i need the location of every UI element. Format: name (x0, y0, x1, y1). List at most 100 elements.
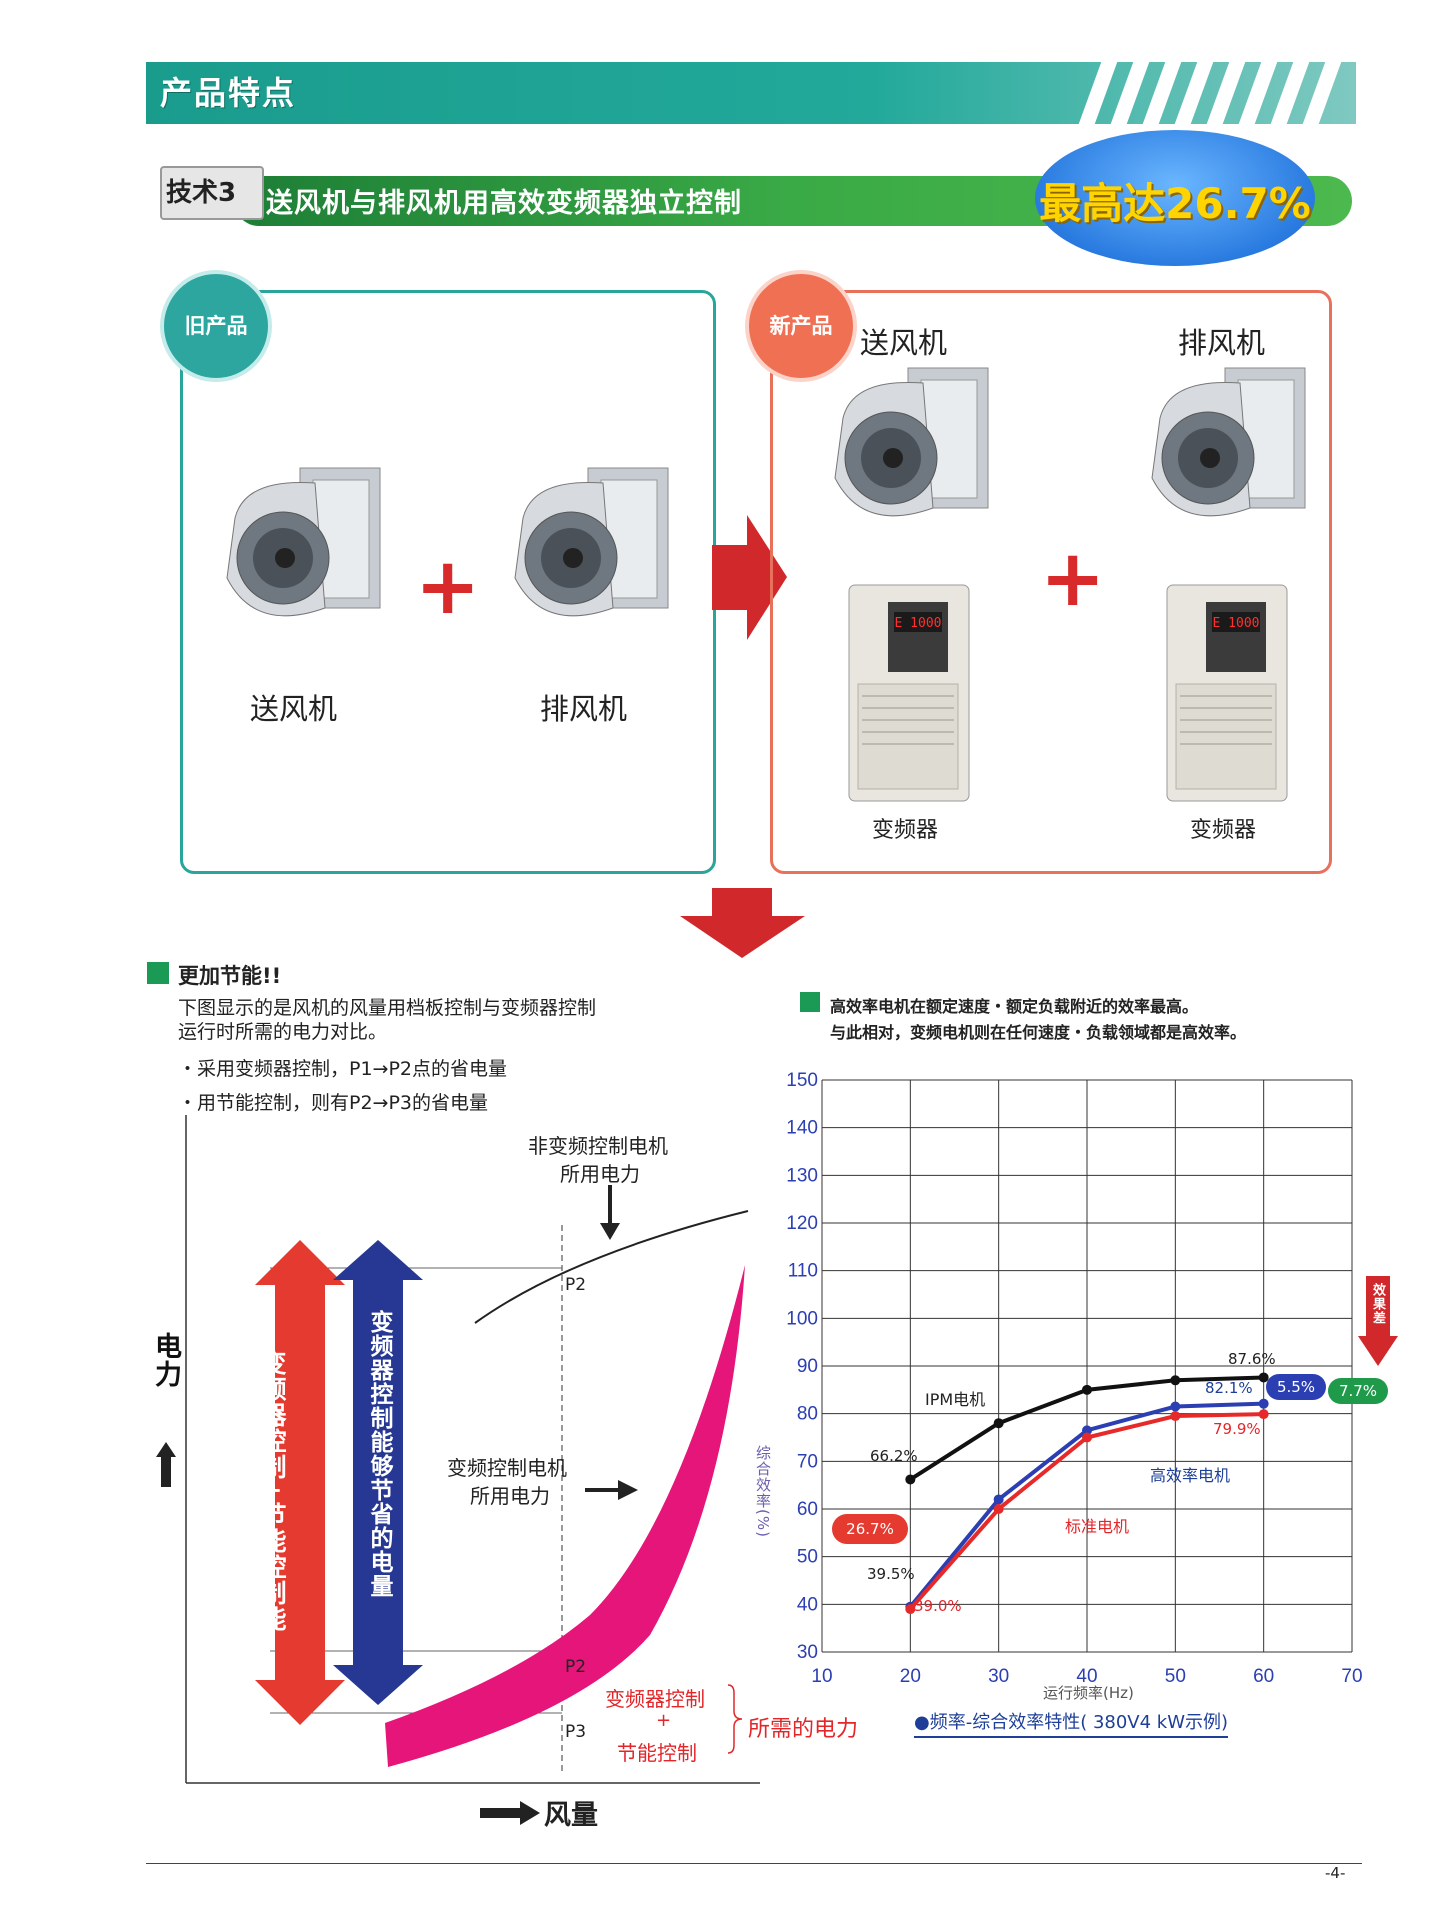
chart-x-title: 运行频率(Hz) (1043, 1684, 1134, 1702)
std-label: 标准电机 (1065, 1517, 1130, 1536)
y-tick-label: 110 (788, 1261, 818, 1282)
y-tick-label: 70 (797, 1451, 818, 1472)
legend-red-2: 节能控制 (617, 1741, 697, 1765)
plus-icon: + (1040, 534, 1106, 624)
x-tick-label: 10 (811, 1666, 832, 1687)
chart-x-ticks: 10 20 30 40 50 60 70 (811, 1666, 1362, 1687)
vfd-label-1: 变频控制电机 (447, 1456, 567, 1480)
data-point (1258, 1398, 1269, 1409)
chart-y-title: 综合效率(%) (754, 1445, 772, 1538)
tech-title: 送风机与排风机用高效变频器独立控制 (266, 188, 742, 219)
effect-diff-label: 效果差 (1370, 1283, 1385, 1325)
x-tick-label: 20 (900, 1666, 921, 1687)
data-point (1082, 1384, 1092, 1395)
new-fan1-label: 送风机 (860, 326, 948, 360)
y-tick-label: 90 (797, 1356, 818, 1377)
y-tick-label: 120 (786, 1213, 818, 1234)
fan-image (1151, 367, 1306, 517)
y-axis-label: 电力 (150, 1332, 181, 1388)
nonvfd-label-1: 非变频控制电机 (528, 1134, 668, 1158)
new-inv2-label: 变频器 (1190, 818, 1257, 843)
legend-red-1: 变频器控制 (605, 1687, 705, 1711)
max-badge (1035, 130, 1315, 266)
data-point (993, 1418, 1004, 1429)
nonvfd-label-2: 所用电力 (560, 1162, 640, 1186)
fan-image (226, 467, 381, 617)
y-tick-label: 100 (786, 1308, 818, 1329)
x-axis-label: 风量 (544, 1800, 598, 1831)
data-point (1082, 1432, 1092, 1443)
left-bullet-2: ・用节能控制，则有P2→P3的省电量 (178, 1092, 489, 1114)
chart-grid (821, 1079, 1353, 1653)
efficiency-chart: 30 40 50 60 70 80 90 100 110 120 130 140 150 10 20 30 4… (786, 1070, 1362, 1687)
ann-799: 79.9% (1213, 1420, 1261, 1438)
y-tick-label: 130 (786, 1165, 818, 1186)
ann-876: 87.6% (1228, 1350, 1276, 1368)
fan-image (834, 367, 989, 517)
inverter-display: E 1000 (895, 616, 942, 631)
new-product-box (770, 290, 1332, 874)
vfd-label-2: 所用电力 (470, 1484, 550, 1508)
old-fan1-label: 送风机 (250, 692, 338, 726)
y-tick-label: 80 (797, 1404, 818, 1425)
x-tick-label: 70 (1341, 1666, 1362, 1687)
y-tick-label: 50 (797, 1547, 818, 1568)
y-tick-label: 60 (797, 1499, 818, 1520)
data-point (1258, 1409, 1269, 1420)
data-point (993, 1494, 1004, 1505)
new-inv1-label: 变频器 (872, 818, 939, 843)
x-tick-label: 30 (988, 1666, 1009, 1687)
ann-390: 39.0% (914, 1597, 962, 1615)
right-line-1: 高效率电机在额定速度・额定负载附近的效率最高。 (830, 997, 1199, 1016)
inverter-display: E 1000 (1213, 616, 1260, 631)
data-point (1258, 1372, 1269, 1383)
p-bot-label: P3 (565, 1722, 587, 1742)
fan-image (514, 467, 669, 617)
effect-diff-arrow-icon (1358, 1276, 1398, 1366)
save-red-label: 变频器控制+节能控制能够节省的电量 (226, 1350, 287, 1632)
section-icon (800, 992, 820, 1012)
badge-77: 7.7% (1328, 1378, 1388, 1404)
plus-icon: + (415, 542, 481, 632)
chart-y-ticks: 30 40 50 60 70 80 90 100 110 120 130 140 150 (786, 1070, 818, 1663)
page-title: 产品特点 (160, 74, 297, 112)
ann-821: 82.1% (1205, 1379, 1253, 1397)
data-point (1170, 1401, 1181, 1412)
y-tick-label: 150 (786, 1070, 818, 1091)
data-point (905, 1474, 916, 1485)
left-desc-2: 运行时所需的电力对比。 (178, 1021, 388, 1043)
p-mid-label: P2 (565, 1657, 587, 1677)
section-icon (147, 962, 169, 984)
legend-need: 所需的电力 (748, 1717, 859, 1742)
tech-badge-label: 技术3 (166, 178, 237, 208)
y-tick-label: 40 (797, 1594, 818, 1615)
x-tick-label: 40 (1076, 1666, 1097, 1687)
left-section-title: 更加节能!! (178, 964, 282, 988)
page-number: -4- (1325, 1864, 1346, 1882)
x-tick-label: 50 (1165, 1666, 1186, 1687)
ann-662: 66.2% (870, 1447, 918, 1465)
y-tick-label: 30 (797, 1642, 818, 1663)
data-point (1082, 1425, 1092, 1436)
data-point (1170, 1375, 1181, 1386)
right-arrow-icon (712, 515, 787, 640)
ipm-label: IPM电机 (925, 1390, 986, 1409)
chart-caption: ●频率-综合效率特性( 380V4 kW示例) (914, 1708, 1229, 1738)
badge-55: 5.5% (1266, 1374, 1326, 1400)
new-fan2-label: 排风机 (1178, 326, 1266, 360)
footer-line (146, 1863, 1362, 1864)
legend-plus: + (656, 1710, 672, 1731)
inverter-image: E 1000 (848, 584, 970, 802)
old-fan2-label: 排风机 (540, 692, 628, 726)
p-top-label: P2 (565, 1275, 587, 1295)
y-tick-label: 140 (786, 1118, 818, 1139)
max-badge-label: 最高达26.7% (1039, 179, 1311, 228)
x-tick-label: 60 (1253, 1666, 1274, 1687)
ann-395: 39.5% (867, 1565, 915, 1583)
left-bullet-1: ・采用变频器控制，P1→P2点的省电量 (178, 1058, 508, 1080)
data-point (993, 1504, 1004, 1514)
badge-267: 26.7% (832, 1514, 908, 1544)
tech-badge (160, 166, 264, 220)
chart-series (905, 1372, 1269, 1615)
save-blue-label: 变频器控制能够节省的电量 (366, 1310, 392, 1598)
